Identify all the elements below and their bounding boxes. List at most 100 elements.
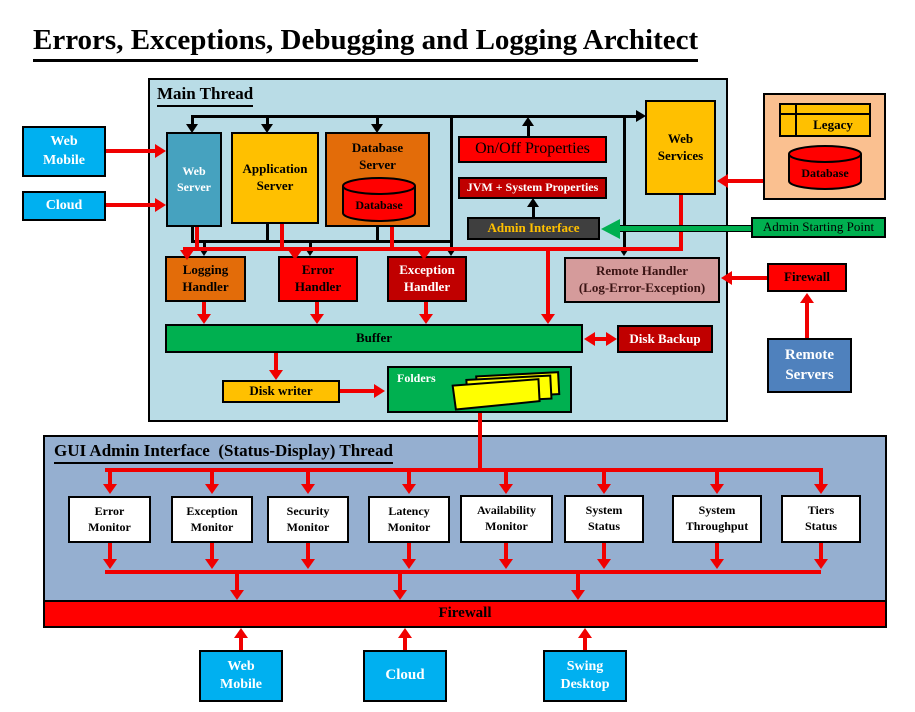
bottom-swing-desktop: Swing Desktop xyxy=(543,650,627,702)
red-arrowhead-monitor-6 xyxy=(597,484,611,494)
red-arrowhead-line-2 xyxy=(205,559,219,569)
folders-stack-icon xyxy=(451,371,561,411)
red-drop-monitor-5-bottom xyxy=(504,543,508,560)
red-arrowhead-line-5 xyxy=(499,559,513,569)
black-feed-line-right xyxy=(623,115,626,248)
black-drop-web-server xyxy=(191,115,194,125)
red-drop-dbserver xyxy=(390,227,394,249)
red-up-stem-swing xyxy=(583,637,587,650)
right-firewall-box: Firewall xyxy=(767,263,847,292)
remote-handler-title: Remote Handler xyxy=(595,263,689,279)
remote-handler-box: Remote Handler (Log-Error-Exception) xyxy=(564,257,720,303)
red-arrow-legacy-to-webservices xyxy=(727,179,763,183)
black-arrowhead-web-server xyxy=(186,124,198,133)
red-drop-monitor-3-bottom xyxy=(306,543,310,560)
folders-label: Folders xyxy=(397,371,436,385)
red-line-buffer-diskbackup xyxy=(592,337,609,341)
red-drop-firewall-2 xyxy=(398,574,402,591)
remote-servers-box: Remote Servers xyxy=(767,338,852,393)
red-arrow-cloud-to-webserver xyxy=(106,203,158,207)
red-stem-monitor-1 xyxy=(108,472,112,485)
red-drop-monitor-1-bottom xyxy=(108,543,112,560)
red-arrowhead-webservices xyxy=(717,174,728,188)
monitor-system-throughput: System Throughput xyxy=(672,495,762,543)
red-arrowhead-line-3 xyxy=(301,559,315,569)
black-drop-app-server-bottom xyxy=(266,224,269,243)
red-stem-monitor-6 xyxy=(602,472,606,485)
red-arrowhead-monitor-7 xyxy=(710,484,724,494)
red-arrowhead-webmobile xyxy=(155,144,166,158)
red-drop-monitor-8-bottom xyxy=(819,543,823,560)
red-drop-firewall-1 xyxy=(235,574,239,591)
red-arrowhead-folders xyxy=(374,384,385,398)
black-stem-exception xyxy=(450,240,453,248)
remote-handler-subtitle: (Log-Error-Exception) xyxy=(578,280,706,295)
left-cloud: Cloud xyxy=(22,191,106,221)
database-server-label: Database Server xyxy=(351,140,404,172)
exception-handler-box: Exception Handler xyxy=(387,256,467,302)
black-drop-web-server-bottom xyxy=(191,227,194,243)
red-arrowhead-exception-buffer xyxy=(419,314,433,324)
black-handler-bus-line xyxy=(191,240,453,243)
disk-backup-box: Disk Backup xyxy=(617,325,713,353)
red-arrowhead-monitor-8 xyxy=(814,484,828,494)
red-arrowhead-remotehandler xyxy=(721,271,732,285)
black-arrowhead-app-server xyxy=(261,124,273,133)
red-drop-monitor-6-bottom xyxy=(602,543,606,560)
legacy-table: Legacy xyxy=(779,103,871,137)
monitor-availability: Availability Monitor xyxy=(460,495,553,543)
red-arrowhead-buffer-right xyxy=(541,314,555,324)
red-drop-webservices xyxy=(679,195,683,247)
bottom-cloud: Cloud xyxy=(363,650,447,702)
admin-interface-box: Admin Interface xyxy=(467,217,600,240)
bottom-web-mobile: Web Mobile xyxy=(199,650,283,702)
red-stem-monitor-2 xyxy=(210,472,214,485)
red-arrowhead-up-cloud xyxy=(398,628,412,638)
red-drop-to-buffer-right xyxy=(546,250,550,314)
red-drop-logging-to-buffer xyxy=(202,302,206,315)
black-arrowhead-db-server xyxy=(371,124,383,133)
red-arrowhead-line-8 xyxy=(814,559,828,569)
buffer-bar: Buffer xyxy=(165,324,583,353)
black-arrow-to-web-services xyxy=(636,110,646,122)
black-arrowhead-error xyxy=(304,247,316,256)
legacy-table-row-line xyxy=(781,113,869,115)
red-arrowhead-firewall-3 xyxy=(571,590,585,600)
legacy-label: Legacy xyxy=(813,116,853,132)
red-stem-monitor-4 xyxy=(407,472,411,485)
red-drop-error-to-buffer xyxy=(315,302,319,315)
black-arrowhead-up-onoff xyxy=(522,117,534,126)
page-title: Errors, Exceptions, Debugging and Loggin… xyxy=(33,24,699,62)
red-stem-monitor-8 xyxy=(819,472,823,485)
black-arrowhead-logging xyxy=(198,247,210,256)
red-arrowhead-up-firewall xyxy=(800,293,814,303)
legacy-table-col-line xyxy=(795,105,797,135)
error-handler-box: Error Handler xyxy=(278,256,358,302)
red-arrowhead-cloud xyxy=(155,198,166,212)
red-arrowhead-logging-buffer xyxy=(197,314,211,324)
red-arrowhead-monitor-2 xyxy=(205,484,219,494)
red-arrowhead-monitor-5 xyxy=(499,484,513,494)
black-arrowhead-remote-handler xyxy=(618,247,630,256)
logging-handler-box: Logging Handler xyxy=(165,256,246,302)
on-off-properties-box: On/Off Properties xyxy=(458,136,607,163)
bottom-firewall-bar: Firewall xyxy=(43,600,887,628)
monitor-error: Error Monitor xyxy=(68,496,151,543)
red-up-stem-webmobile xyxy=(239,637,243,650)
black-stem-logging xyxy=(203,240,206,248)
red-arrowhead-firewall-2 xyxy=(393,590,407,600)
red-drop-webserver xyxy=(195,227,199,249)
red-arrowhead-up-webmobile xyxy=(234,628,248,638)
disk-writer-box: Disk writer xyxy=(222,380,340,403)
red-up-stem-remoteservers xyxy=(805,302,809,338)
black-arrowhead-up-jvm xyxy=(527,198,539,207)
black-top-bus-line xyxy=(191,115,638,118)
gui-thread-label: GUI Admin Interface (Status-Display) Thr… xyxy=(54,441,393,464)
red-drop-exception-to-buffer xyxy=(424,302,428,315)
red-drop-folders-to-gui xyxy=(478,413,482,470)
green-admin-arrowhead xyxy=(601,219,620,239)
left-web-mobile: Web Mobile xyxy=(22,126,106,177)
red-arrow-webmobile-to-webserver xyxy=(106,149,158,153)
red-up-stem-cloud xyxy=(403,637,407,650)
